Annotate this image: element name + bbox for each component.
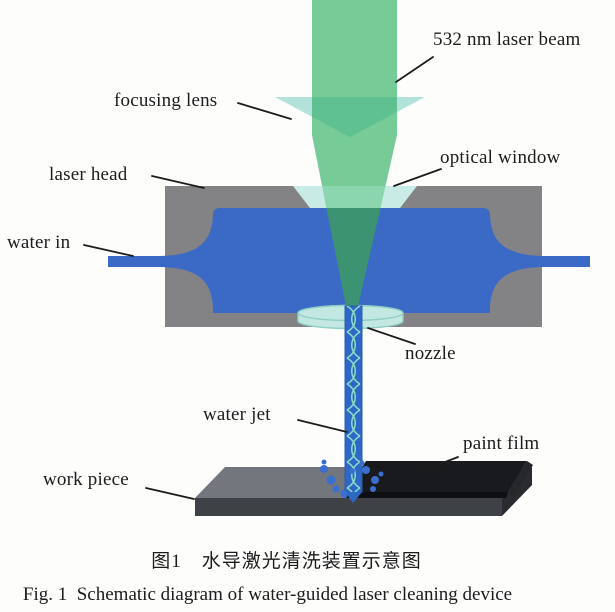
paint-film-shape: [345, 461, 533, 498]
water-jet-shape: [344, 305, 363, 503]
leader-paint-film: [416, 456, 459, 474]
label-water-in: water in: [7, 232, 71, 253]
focusing-lens-shape: [275, 97, 425, 137]
splash-droplets: [320, 459, 384, 499]
label-laser-beam: 532 nm laser beam: [433, 29, 581, 50]
caption-chinese: 图1 水导激光清洗装置示意图: [151, 551, 422, 572]
caption-english: Fig. 1 Schematic diagram of water-guided…: [22, 584, 513, 605]
schematic-canvas: [83, 0, 590, 516]
leader-laser-head: [151, 175, 205, 189]
label-focusing-lens: focusing lens: [114, 90, 218, 111]
label-optical-window: optical window: [440, 147, 561, 168]
leader-water-jet: [297, 419, 348, 433]
leader-laser-beam: [395, 56, 434, 83]
label-paint-film: paint film: [463, 433, 540, 454]
leader-optical-window: [393, 168, 442, 187]
label-nozzle: nozzle: [405, 343, 456, 364]
leader-focusing-lens: [237, 102, 292, 120]
leader-lines: [83, 56, 459, 500]
label-laser-head: laser head: [49, 164, 128, 185]
label-work-piece: work piece: [43, 469, 129, 490]
laser-beam-shape: [312, 0, 397, 306]
leader-work-piece: [145, 487, 195, 500]
leader-nozzle: [367, 327, 416, 345]
label-water-jet: water jet: [203, 404, 271, 425]
leader-water-in: [83, 244, 134, 257]
